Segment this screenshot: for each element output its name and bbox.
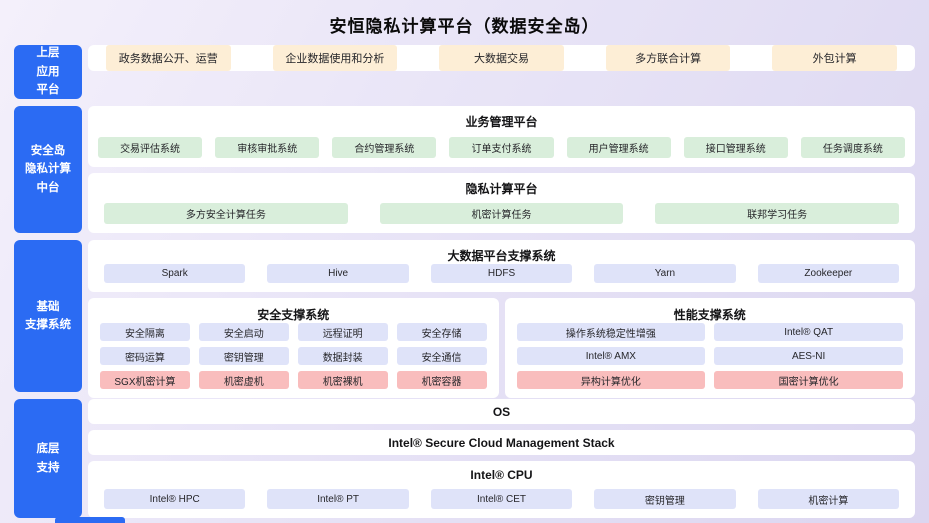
row-bottom-support: 底层 支持 OS Intel® Secure Cloud Management … <box>14 399 915 518</box>
page-title: 安恒隐私计算平台（数据安全岛） <box>329 17 600 36</box>
row-middle-platform: 安全岛 隐私计算 中台 业务管理平台 交易评估系统 审核审批系统 合约管理系统 … <box>14 106 915 233</box>
performance-capability-item: AES-NI <box>714 347 903 365</box>
os-panel: OS <box>88 399 915 424</box>
cpu-feature-item: Intel® PT <box>267 489 409 509</box>
app-layer-panel: 政务数据公开、运营 企业数据使用和分析 大数据交易 多方联合计算 外包计算 <box>88 45 915 71</box>
app-layer-item: 外包计算 <box>772 45 897 71</box>
cpu-feature-item: Intel® HPC <box>104 489 246 509</box>
sidebar-label-bottom-support: 底层 支持 <box>14 399 82 518</box>
bigdata-support-panel: 大数据平台支撑系统 Spark Hive HDFS Yarn Zookeeper <box>88 240 915 292</box>
bigdata-component-item: HDFS <box>430 264 573 283</box>
performance-capability-item: 操作系统稳定性增强 <box>516 323 706 341</box>
business-system-item: 合约管理系统 <box>332 136 437 158</box>
secure-cloud-stack-panel: Intel® Secure Cloud Management Stack <box>88 430 915 455</box>
privacy-task-item: 多方安全计算任务 <box>104 203 348 224</box>
bigdata-support-title: 大数据平台支撑系统 <box>447 249 556 263</box>
security-capability-item: 安全存储 <box>396 323 487 341</box>
business-system-item: 接口管理系统 <box>683 136 788 158</box>
security-capability-item: 安全通信 <box>396 347 487 365</box>
performance-capability-item: Intel® QAT <box>714 323 903 341</box>
bigdata-component-item: Yarn <box>594 264 736 283</box>
performance-support-title: 性能支撑系统 <box>673 308 746 322</box>
security-capability-item: 密码运算 <box>100 347 190 365</box>
bigdata-component-item: Hive <box>267 264 409 283</box>
security-support-title: 安全支撑系统 <box>257 308 330 322</box>
security-capability-item: 安全启动 <box>198 323 289 341</box>
business-system-item: 订单支付系统 <box>449 136 554 158</box>
sidebar-label-middle-platform: 安全岛 隐私计算 中台 <box>14 106 82 233</box>
cpu-feature-item: 密钥管理 <box>594 489 736 509</box>
security-capability-item: SGX机密计算 <box>100 371 190 389</box>
app-layer-item: 政务数据公开、运营 <box>106 45 231 71</box>
privacy-task-item: 联邦学习任务 <box>655 203 900 224</box>
security-capability-item: 机密容器 <box>396 371 487 389</box>
app-layer-item: 大数据交易 <box>439 45 564 71</box>
security-capability-item: 数据封装 <box>297 347 388 365</box>
app-layer-item: 企业数据使用和分析 <box>272 45 398 71</box>
business-system-item: 审核审批系统 <box>215 136 320 158</box>
performance-capability-item: Intel® AMX <box>516 347 706 365</box>
bigdata-component-item: Spark <box>104 264 246 283</box>
bottom-decoration <box>55 517 125 523</box>
business-management-panel: 业务管理平台 交易评估系统 审核审批系统 合约管理系统 订单支付系统 用户管理系… <box>88 106 915 167</box>
security-capability-item: 机密虚机 <box>198 371 289 389</box>
row-base-support: 基础 支撑系统 大数据平台支撑系统 Spark Hive HDFS Yarn Z… <box>14 240 915 398</box>
performance-capability-item: 国密计算优化 <box>714 371 903 389</box>
security-capability-item: 安全隔离 <box>100 323 190 341</box>
cpu-panel: Intel® CPU Intel® HPC Intel® PT Intel® C… <box>88 461 915 518</box>
sidebar-label-upper-app-layer: 上层 应用 平台 <box>14 45 82 99</box>
business-system-item: 任务调度系统 <box>800 136 905 158</box>
business-system-item: 用户管理系统 <box>566 136 671 158</box>
privacy-computing-panel: 隐私计算平台 多方安全计算任务 机密计算任务 联邦学习任务 <box>88 172 915 233</box>
bigdata-component-item: Zookeeper <box>757 264 900 283</box>
cpu-feature-item: Intel® CET <box>430 489 573 509</box>
security-support-panel: 安全支撑系统 安全隔离 安全启动 远程证明 安全存储 密码运算 密钥管理 数据封… <box>88 298 499 398</box>
business-system-item: 交易评估系统 <box>98 136 203 158</box>
performance-support-panel: 性能支撑系统 操作系统稳定性增强 Intel® QAT Intel® AMX A… <box>504 298 915 398</box>
business-management-title: 业务管理平台 <box>465 115 538 129</box>
security-capability-item: 机密裸机 <box>297 371 388 389</box>
security-capability-item: 远程证明 <box>297 323 388 341</box>
cpu-panel-title: Intel® CPU <box>470 468 533 482</box>
sidebar-label-base-support: 基础 支撑系统 <box>14 240 82 392</box>
security-capability-item: 密钥管理 <box>198 347 289 365</box>
row-app-layer: 上层 应用 平台 政务数据公开、运营 企业数据使用和分析 大数据交易 多方联合计… <box>14 45 915 99</box>
privacy-computing-title: 隐私计算平台 <box>465 181 538 196</box>
cpu-feature-item: 机密计算 <box>757 489 900 509</box>
app-layer-item: 多方联合计算 <box>605 45 731 71</box>
privacy-task-item: 机密计算任务 <box>379 203 624 224</box>
diagram-rows: 上层 应用 平台 政务数据公开、运营 企业数据使用和分析 大数据交易 多方联合计… <box>14 45 915 518</box>
performance-capability-item: 异构计算优化 <box>516 371 706 389</box>
